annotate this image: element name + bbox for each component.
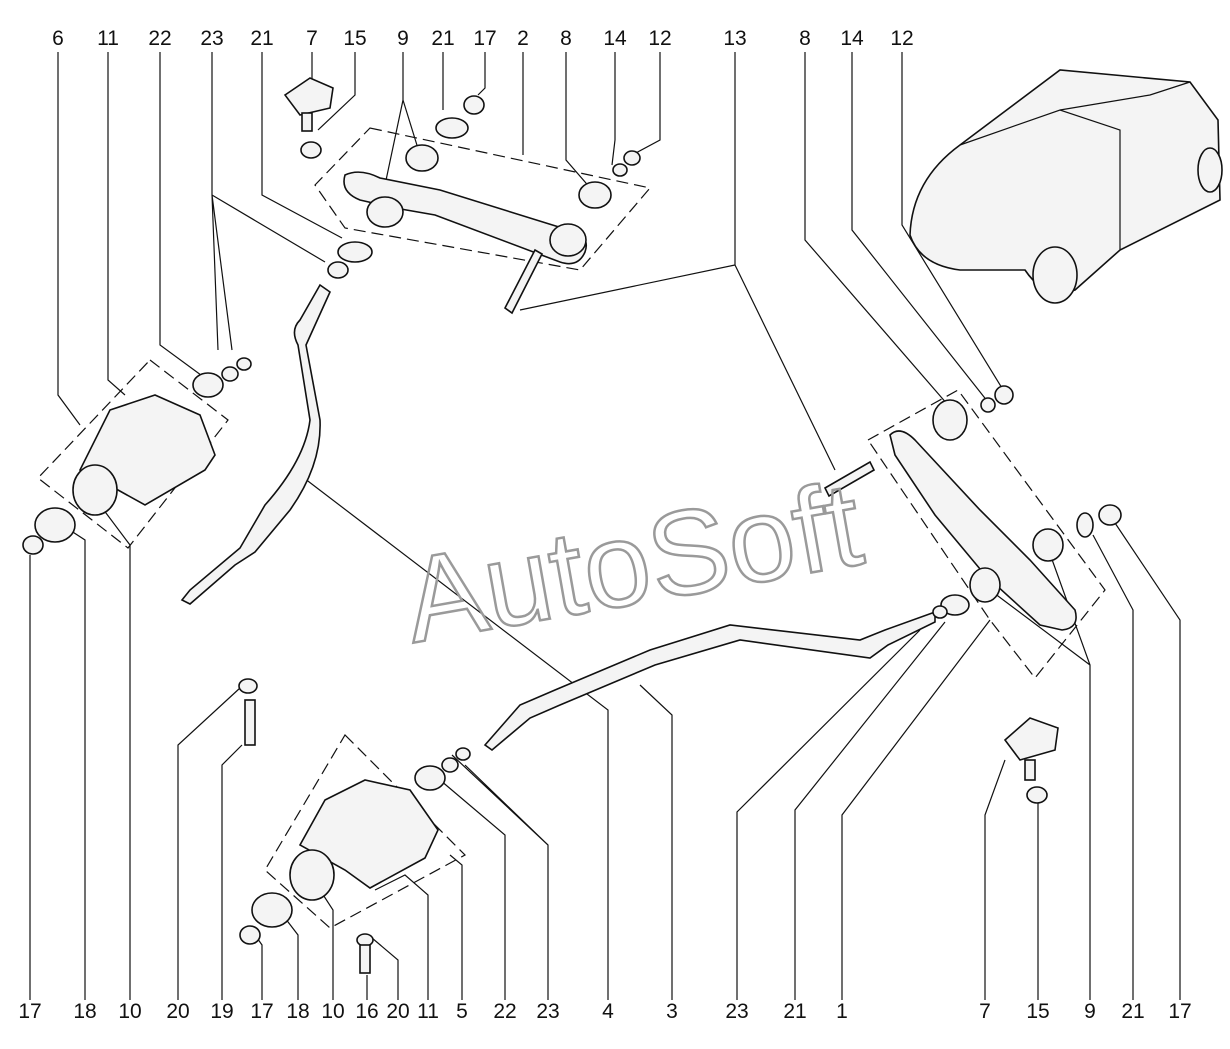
- label-21: 21: [1121, 1000, 1144, 1023]
- bottom-callout-labels: 17 18 10 20 19 17 18 10 16 20 11 5 22 23…: [18, 1000, 1191, 1023]
- stabilizer-bar-right: [483, 610, 936, 752]
- ball-joint-bottom: [1003, 717, 1059, 804]
- label-9: 9: [397, 27, 409, 50]
- label-13: 13: [723, 27, 746, 50]
- label-21: 21: [250, 27, 273, 50]
- nut-12-top: [623, 150, 641, 166]
- bolt-13-center: [503, 248, 544, 315]
- label-12: 12: [648, 27, 671, 50]
- label-10: 10: [321, 1000, 344, 1023]
- label-21: 21: [783, 1000, 806, 1023]
- label-18: 18: [73, 1000, 96, 1023]
- label-2: 2: [517, 27, 529, 50]
- parts: [22, 69, 1223, 974]
- label-10: 10: [118, 1000, 141, 1023]
- label-14: 14: [840, 27, 864, 50]
- label-7: 7: [979, 1000, 991, 1023]
- label-6: 6: [52, 27, 64, 50]
- label-8: 8: [560, 27, 572, 50]
- label-16: 16: [355, 1000, 378, 1023]
- label-20: 20: [386, 1000, 409, 1023]
- label-8: 8: [799, 27, 811, 50]
- upper-control-arm: [343, 144, 612, 265]
- label-15: 15: [1026, 1000, 1049, 1023]
- label-20: 20: [166, 1000, 189, 1023]
- label-9: 9: [1084, 1000, 1096, 1023]
- label-23: 23: [536, 1000, 559, 1023]
- label-22: 22: [493, 1000, 516, 1023]
- label-17: 17: [473, 27, 496, 50]
- washer-14-top: [612, 163, 628, 177]
- label-17: 17: [18, 1000, 41, 1023]
- washer-21-top: [435, 117, 469, 139]
- label-21: 21: [431, 27, 454, 50]
- label-11: 11: [417, 1000, 439, 1023]
- label-11: 11: [97, 27, 119, 50]
- label-4: 4: [602, 1000, 614, 1023]
- label-23: 23: [200, 27, 223, 50]
- label-15: 15: [343, 27, 366, 50]
- stabilizer-bar-left: [180, 283, 332, 605]
- bracket-bottom: [238, 678, 471, 974]
- label-18: 18: [286, 1000, 309, 1023]
- lower-control-arm: [823, 385, 1122, 631]
- label-23: 23: [725, 1000, 748, 1023]
- label-17: 17: [250, 1000, 273, 1023]
- top-callout-labels: 6 11 22 23 21 7 15 9 21 17 2 8 14 12 13 …: [52, 27, 914, 50]
- label-5: 5: [456, 1000, 468, 1023]
- label-1: 1: [836, 1000, 848, 1023]
- washer-23-left: [327, 261, 349, 279]
- nut-17-top: [463, 95, 485, 115]
- label-14: 14: [603, 27, 627, 50]
- bracket-left: [22, 357, 252, 555]
- label-22: 22: [148, 27, 171, 50]
- label-12: 12: [890, 27, 913, 50]
- car-thumbnail: [909, 69, 1223, 304]
- ball-joint-top: [283, 77, 334, 159]
- label-7: 7: [306, 27, 318, 50]
- label-19: 19: [210, 1000, 233, 1023]
- label-17: 17: [1168, 1000, 1191, 1023]
- label-3: 3: [666, 1000, 678, 1023]
- washer-21-left: [337, 241, 373, 263]
